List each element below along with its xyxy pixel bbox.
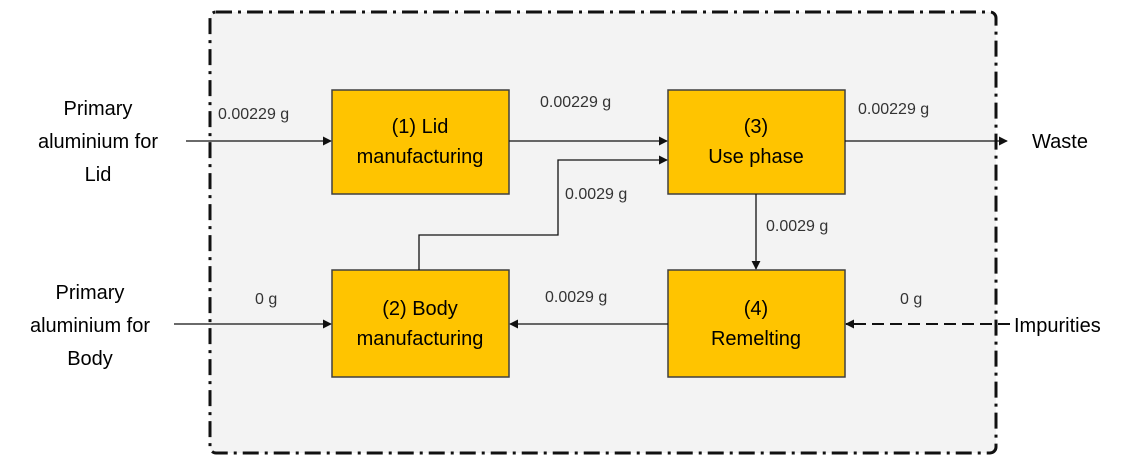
flow-label-impurities: 0 g: [900, 291, 922, 308]
process-body-label-2: manufacturing: [357, 328, 484, 350]
process-use-label-1: (3): [744, 116, 768, 138]
process-use-label-2: Use phase: [708, 146, 804, 168]
input-primary-body-line-2: aluminium for: [30, 315, 150, 337]
flow-label-remelt-to-body: 0.0029 g: [545, 289, 607, 306]
input-primary-lid-line-1: Primary: [64, 98, 133, 120]
input-primary-aluminium-body: Primary aluminium for Body: [30, 282, 150, 370]
flow-label-use-to-waste: 0.00229 g: [858, 101, 929, 118]
input-primary-body-line-3: Body: [67, 348, 113, 370]
flow-label-lid-to-use: 0.00229 g: [540, 94, 611, 111]
process-lid-manufacturing: (1) Lid manufacturing: [331, 89, 510, 195]
input-primary-lid-line-3: Lid: [85, 164, 112, 186]
input-primary-lid-line-2: aluminium for: [38, 131, 158, 153]
process-use-phase: (3) Use phase: [667, 89, 846, 195]
flow-label-body-to-use: 0.0029 g: [565, 186, 627, 203]
flow-label-use-to-remelt: 0.0029 g: [766, 218, 828, 235]
input-primary-aluminium-lid: Primary aluminium for Lid: [38, 98, 158, 186]
system-boundary: [208, 10, 998, 455]
output-waste: Waste: [1032, 131, 1088, 153]
process-lid-label-2: manufacturing: [357, 146, 484, 168]
input-primary-body-line-1: Primary: [56, 282, 125, 304]
input-impurities: Impurities: [1014, 315, 1101, 337]
process-body-manufacturing: (2) Body manufacturing: [331, 269, 510, 378]
process-lid-label-1: (1) Lid: [392, 116, 449, 138]
process-body-label-1: (2) Body: [382, 298, 458, 320]
process-remelt-label-1: (4): [744, 298, 768, 320]
process-remelt-label-2: Remelting: [711, 328, 801, 350]
process-remelting: (4) Remelting: [667, 269, 846, 378]
flow-label-primary-body: 0 g: [255, 291, 277, 308]
flow-label-primary-lid: 0.00229 g: [218, 106, 289, 123]
arrow-body-to-use: [418, 155, 668, 270]
